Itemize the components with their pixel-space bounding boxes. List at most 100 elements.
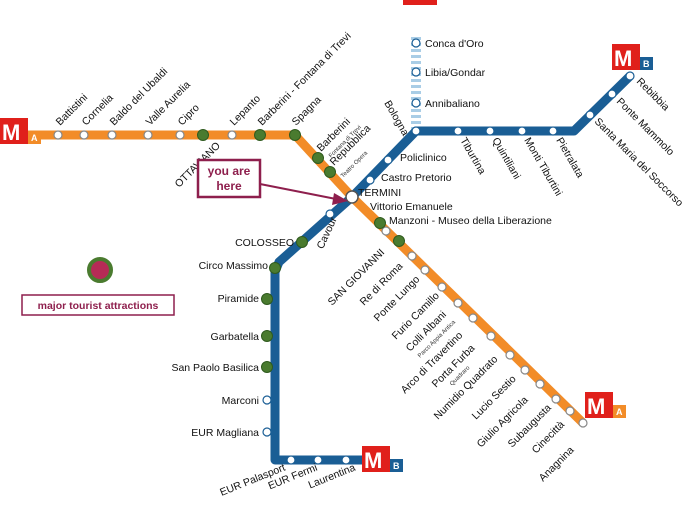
svg-text:M: M bbox=[364, 448, 382, 473]
station-dot bbox=[520, 365, 530, 375]
label-san-paolo: San Paolo Basilica bbox=[171, 362, 259, 374]
station-dot bbox=[325, 209, 335, 219]
attraction-dot bbox=[261, 361, 273, 373]
station-dot bbox=[313, 455, 323, 465]
label-numidio: Numidio Quadrato bbox=[432, 353, 501, 422]
label-bologna: Bologna bbox=[381, 99, 411, 139]
attraction-dot bbox=[261, 293, 273, 305]
station-dot bbox=[578, 418, 588, 428]
attraction-dot bbox=[261, 330, 273, 342]
label-termini: TERMINI bbox=[358, 187, 401, 199]
label-pietralata: Pietralata bbox=[553, 136, 586, 181]
line-a bbox=[28, 130, 587, 427]
station-dot bbox=[437, 282, 447, 292]
svg-text:B: B bbox=[643, 59, 650, 69]
label-circo: Circo Massimo bbox=[199, 260, 269, 272]
attraction-dot bbox=[374, 217, 386, 229]
station-dot bbox=[79, 130, 89, 140]
station-dot bbox=[517, 126, 527, 136]
station-dot bbox=[227, 130, 237, 140]
station-dot bbox=[411, 98, 421, 108]
station-dot bbox=[107, 130, 117, 140]
station-dot bbox=[341, 455, 351, 465]
label-quintiliani: Quintiliani bbox=[489, 136, 522, 182]
station-dot bbox=[505, 350, 515, 360]
station-dot bbox=[420, 265, 430, 275]
logo-b-south: M B bbox=[362, 446, 403, 473]
svg-text:you are: you are bbox=[208, 164, 251, 178]
station-dot bbox=[551, 394, 561, 404]
label-garbatella: Garbatella bbox=[211, 331, 260, 343]
label-libia: Libia/Gondar bbox=[425, 67, 486, 79]
callout-arrowhead bbox=[332, 193, 348, 205]
station-labels: Battistini Cornelia Baldo del Ubaldi Val… bbox=[54, 30, 686, 499]
label-manzoni: Manzoni - Museo della Liberazione bbox=[389, 215, 552, 227]
label-spagna: Spagna bbox=[290, 94, 324, 128]
station-dot bbox=[407, 251, 417, 261]
station-dot bbox=[565, 406, 575, 416]
station-dot bbox=[535, 379, 545, 389]
label-policlinico: Policlinico bbox=[400, 152, 447, 164]
station-dot bbox=[411, 38, 421, 48]
label-annibaliano: Annibaliano bbox=[425, 98, 480, 110]
svg-text:A: A bbox=[616, 407, 623, 417]
station-dot bbox=[485, 126, 495, 136]
station-dot bbox=[411, 67, 421, 77]
label-marconi: Marconi bbox=[222, 395, 259, 407]
line-b bbox=[270, 72, 634, 465]
station-dot bbox=[486, 331, 496, 341]
station-dot bbox=[607, 89, 617, 99]
attraction-dot bbox=[254, 129, 266, 141]
you-are-here-callout: you are here bbox=[196, 158, 348, 205]
attraction-dot bbox=[197, 129, 209, 141]
station-dot bbox=[175, 130, 185, 140]
label-rebibbia: Rebibbia bbox=[634, 76, 672, 114]
callout-arrow-line bbox=[259, 183, 337, 200]
svg-text:major tourist attractions: major tourist attractions bbox=[38, 300, 159, 312]
logo-b-north: M B bbox=[612, 44, 653, 71]
station-dot bbox=[262, 427, 272, 437]
svg-text:B: B bbox=[393, 461, 400, 471]
station-dot bbox=[468, 313, 478, 323]
logo-a-west: M A bbox=[0, 118, 41, 145]
line-b1 bbox=[411, 34, 421, 130]
svg-text:M: M bbox=[587, 394, 605, 419]
station-dot bbox=[453, 126, 463, 136]
svg-text:M: M bbox=[614, 46, 632, 71]
station-dot bbox=[383, 155, 393, 165]
attraction-dot bbox=[324, 166, 336, 178]
label-conca: Conca d'Oro bbox=[425, 38, 484, 50]
station-dot bbox=[625, 71, 635, 81]
legend-attraction-icon bbox=[87, 257, 113, 283]
legend: major tourist attractions bbox=[21, 257, 175, 316]
station-dot bbox=[143, 130, 153, 140]
svg-text:A: A bbox=[31, 133, 38, 143]
label-san-giovanni: SAN GIOVANNI bbox=[326, 247, 388, 309]
label-cipro: Cipro bbox=[176, 102, 202, 128]
label-colosseo: COLOSSEO bbox=[235, 237, 294, 249]
attraction-dot bbox=[269, 262, 281, 274]
label-tiburtina: Tiburtina bbox=[457, 136, 488, 177]
attraction-dot bbox=[393, 235, 405, 247]
station-dot bbox=[411, 126, 421, 136]
station-dot bbox=[548, 126, 558, 136]
station-dot bbox=[365, 175, 375, 185]
station-dot bbox=[262, 395, 272, 405]
station-dot-termini bbox=[345, 190, 359, 204]
station-dot bbox=[286, 455, 296, 465]
logo-a-east: M A bbox=[585, 392, 626, 419]
station-dot bbox=[381, 226, 391, 236]
station-dot bbox=[585, 110, 595, 120]
label-castro: Castro Pretorio bbox=[381, 172, 452, 184]
station-dots bbox=[53, 38, 635, 465]
label-piramide: Piramide bbox=[218, 293, 260, 305]
station-dot bbox=[453, 298, 463, 308]
attraction-dot bbox=[312, 152, 324, 164]
top-logo-fragment bbox=[403, 0, 437, 5]
attraction-dots bbox=[197, 129, 405, 373]
attraction-dot bbox=[296, 236, 308, 248]
label-eur-magliana: EUR Magliana bbox=[191, 427, 259, 439]
svg-text:M: M bbox=[2, 120, 20, 145]
label-santa-maria: Santa Maria del Soccorso bbox=[592, 116, 686, 210]
